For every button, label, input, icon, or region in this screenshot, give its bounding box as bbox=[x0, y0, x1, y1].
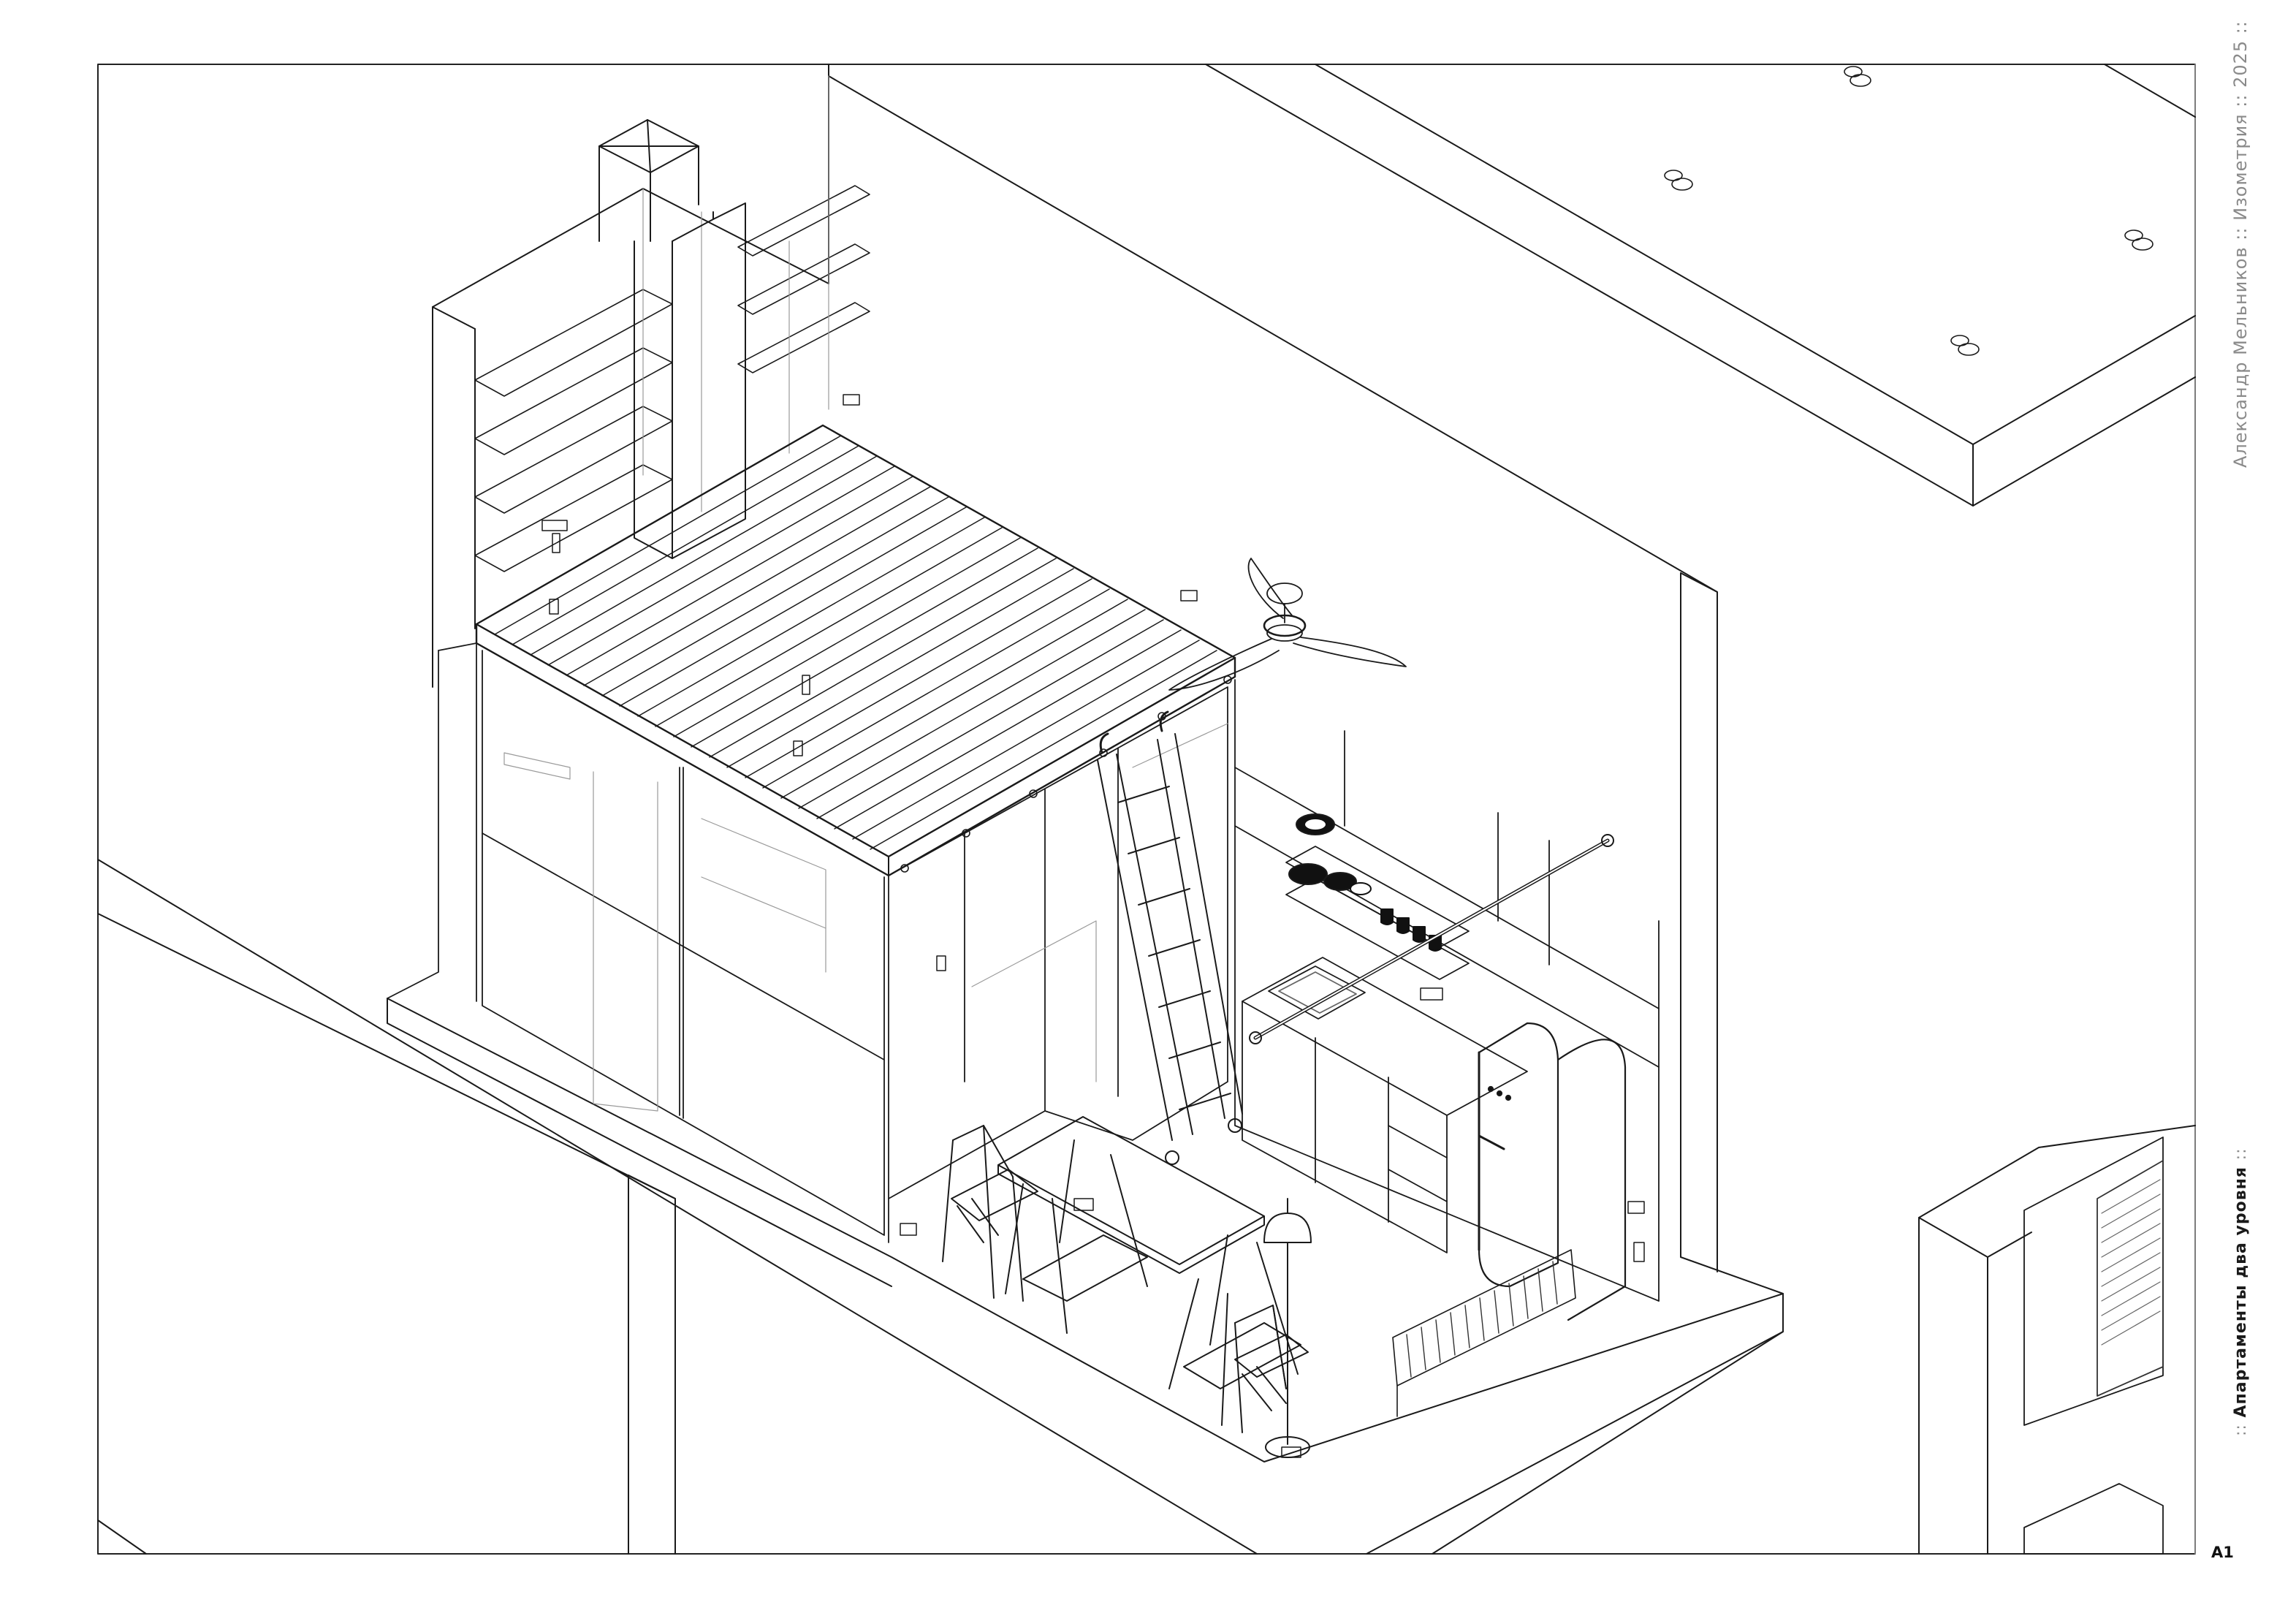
year: 2025 bbox=[2230, 39, 2251, 88]
kitchen-items bbox=[1288, 813, 1442, 952]
glass-partitions bbox=[387, 642, 1228, 1243]
vent-1 bbox=[1844, 66, 1871, 87]
vent-4 bbox=[1950, 335, 1980, 356]
separator: :: bbox=[2232, 1147, 2250, 1161]
project-title-block: :: Апартаменты два уровня :: bbox=[2232, 1148, 2250, 1436]
folding-chairs bbox=[942, 1125, 1309, 1433]
outer-walls bbox=[97, 64, 2196, 1555]
fridge bbox=[1478, 1022, 1627, 1321]
chimney-column bbox=[598, 119, 746, 559]
switches-outlets bbox=[541, 394, 1645, 1458]
chair-right bbox=[1234, 1305, 1309, 1433]
vent-3 bbox=[2124, 229, 2154, 251]
ceiling-fan bbox=[1168, 558, 1407, 691]
roof-vents bbox=[1664, 66, 2154, 356]
separator: :: bbox=[2230, 227, 2251, 240]
floor-planks bbox=[494, 435, 1217, 850]
chair-left bbox=[942, 1125, 1038, 1302]
vent-2 bbox=[1664, 170, 1693, 191]
floor-lamp bbox=[1263, 1198, 1312, 1458]
window-right bbox=[2023, 1137, 2164, 1555]
sheet-number: A1 bbox=[2211, 1544, 2234, 1561]
dining-table bbox=[997, 1116, 1301, 1426]
curtain-rod bbox=[1249, 834, 1614, 1044]
trestle-right bbox=[1168, 1234, 1301, 1426]
kitchen-cabinets bbox=[1234, 679, 1660, 1302]
neighbor-roof-block bbox=[1205, 64, 2196, 506]
author-name: Александр Мельников bbox=[2230, 246, 2251, 468]
sheet-header: Александр Мельников :: Изометрия :: 2025… bbox=[2230, 20, 2251, 468]
tall-shelving bbox=[432, 75, 870, 688]
trestle-left bbox=[1005, 1139, 1148, 1334]
project-title: Апартаменты два уровня bbox=[2232, 1166, 2250, 1418]
separator: :: bbox=[2230, 20, 2251, 34]
separator: :: bbox=[2232, 1424, 2250, 1436]
library-ladder bbox=[1097, 710, 1243, 1165]
separator: :: bbox=[2230, 94, 2251, 107]
radiator bbox=[1392, 1249, 1576, 1417]
drawing-frame bbox=[97, 64, 2196, 1555]
view-name: Изометрия bbox=[2230, 113, 2251, 221]
